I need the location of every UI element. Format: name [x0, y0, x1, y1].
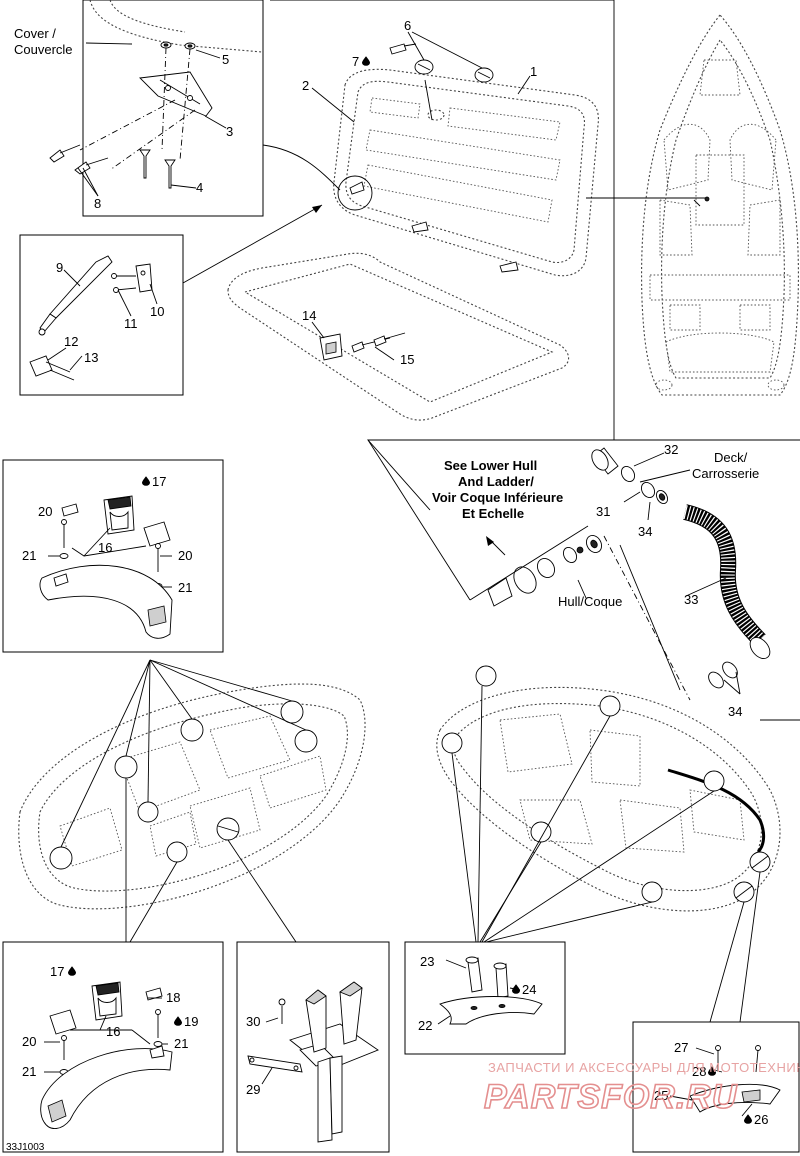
label-see-4: Et Echelle: [462, 506, 524, 521]
cover-panel: [262, 31, 599, 277]
part-1: 1: [530, 64, 537, 79]
part-3: 3: [226, 124, 233, 139]
watermark-logo: PARTSFOR.RU: [484, 1078, 738, 1116]
part-20b: 20: [178, 548, 192, 563]
label-see-3: Voir Coque Inférieure: [432, 490, 563, 505]
part-20c: 20: [22, 1034, 36, 1049]
cleat-box: [404, 941, 566, 1055]
part-19: 19: [184, 1014, 198, 1029]
vent-fitting: [469, 439, 800, 721]
label-cover-fr: Couvercle: [14, 42, 73, 57]
gas-spring-box: [19, 204, 323, 396]
label-cover: Cover /: [14, 26, 56, 41]
part-24: 24: [522, 982, 536, 997]
drawing-code: 33J1003: [6, 1142, 45, 1153]
part-23: 23: [420, 954, 434, 969]
part-4: 4: [196, 180, 203, 195]
part-34a: 34: [638, 524, 652, 539]
part-31: 31: [596, 504, 610, 519]
part-26: 26: [754, 1112, 768, 1127]
part-33: 33: [684, 592, 698, 607]
part-25: 25: [654, 1088, 668, 1103]
part-16a: 16: [98, 540, 112, 555]
boat-iso-right: [436, 665, 781, 1023]
control-box: [236, 941, 390, 1153]
part-21c: 21: [174, 1036, 188, 1051]
hinge-detail-box: [49, 0, 264, 217]
part-16b: 16: [106, 1024, 120, 1039]
drop-icon-7: [362, 56, 370, 66]
part-5: 5: [222, 52, 229, 67]
part-21a: 21: [22, 548, 36, 563]
part-6: 6: [404, 18, 411, 33]
part-27: 27: [674, 1040, 688, 1055]
part-13: 13: [84, 350, 98, 365]
label-deck-fr: Carrosserie: [692, 466, 759, 481]
label-see-1: See Lower Hull: [444, 458, 537, 473]
part-7: 7: [352, 54, 359, 69]
part-20a: 20: [38, 504, 52, 519]
part-9: 9: [56, 260, 63, 275]
boat-iso-left: [18, 659, 366, 943]
watermark-tagline: ЗАПЧАСТИ И АКСЕССУАРЫ ДЛЯ МОТОТЕХНИКИ: [488, 1060, 800, 1075]
watermark: ЗАПЧАСТИ И АКСЕССУАРЫ ДЛЯ МОТОТЕХНИКИ PA…: [483, 1060, 800, 1117]
part-17a: 17: [152, 474, 166, 489]
part-8: 8: [94, 196, 101, 211]
part-14: 14: [302, 308, 316, 323]
part-30: 30: [246, 1014, 260, 1029]
part-11: 11: [124, 316, 138, 331]
part-10: 10: [150, 304, 164, 319]
part-29: 29: [246, 1082, 260, 1097]
boat-top-view: [641, 14, 799, 396]
part-2: 2: [302, 78, 309, 93]
storage-tray: [227, 252, 570, 421]
part-28: 28: [692, 1064, 706, 1079]
grab-handle-box-bottom: [2, 941, 224, 1153]
part-18: 18: [166, 990, 180, 1005]
part-32: 32: [664, 442, 678, 457]
callout-labels: Cover / Couvercle 6 7 1 2 5 3 4 8 9 10 1…: [6, 18, 768, 1153]
part-17b: 17: [50, 964, 64, 979]
label-deck: Deck/: [714, 450, 748, 465]
label-see-2: And Ladder/: [458, 474, 534, 489]
grab-handle-box-top: [2, 459, 224, 653]
handle-box-right: [632, 1021, 800, 1153]
part-22: 22: [418, 1018, 432, 1033]
part-21b: 21: [178, 580, 192, 595]
part-15: 15: [400, 352, 414, 367]
part-34b: 34: [728, 704, 742, 719]
label-hull: Hull/Coque: [558, 594, 622, 609]
part-21d: 21: [22, 1064, 36, 1079]
part-12: 12: [64, 334, 78, 349]
